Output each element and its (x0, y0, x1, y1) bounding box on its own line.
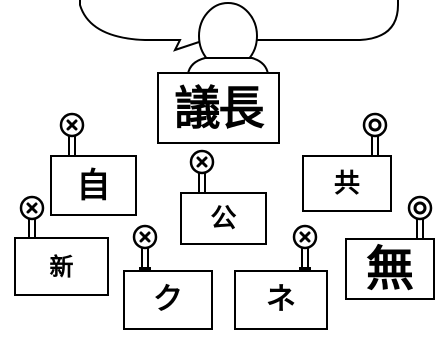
vote-pin-ク (132, 224, 158, 271)
member-placard-ク: ク (123, 270, 213, 330)
member-placard-ネ: ネ (234, 270, 328, 330)
vote-pin-共 (362, 112, 388, 159)
member-placard-無: 無 (345, 238, 435, 300)
member-label: 共 (333, 168, 360, 199)
vote-pin-新 (19, 195, 45, 242)
member-placard-新: 新 (14, 237, 109, 296)
member-placard-公: 公 (180, 192, 267, 245)
vote-pin-ネ (292, 224, 318, 271)
vote-pin-無 (407, 195, 433, 242)
chair-shoulders (187, 57, 269, 75)
vote-pin-自 (59, 112, 85, 159)
member-placard-共: 共 (302, 155, 392, 212)
member-label: ク (153, 282, 183, 317)
member-label: 自 (76, 165, 111, 206)
chair-label: 議長 (174, 81, 265, 135)
member-label: 無 (365, 241, 414, 297)
member-placard-自: 自 (50, 155, 137, 216)
member-label: 新 (49, 252, 74, 281)
member-label: 公 (210, 203, 237, 234)
chair-placard: 議長 (157, 72, 280, 144)
member-label: ネ (266, 282, 296, 317)
vote-pin-公 (189, 149, 215, 196)
